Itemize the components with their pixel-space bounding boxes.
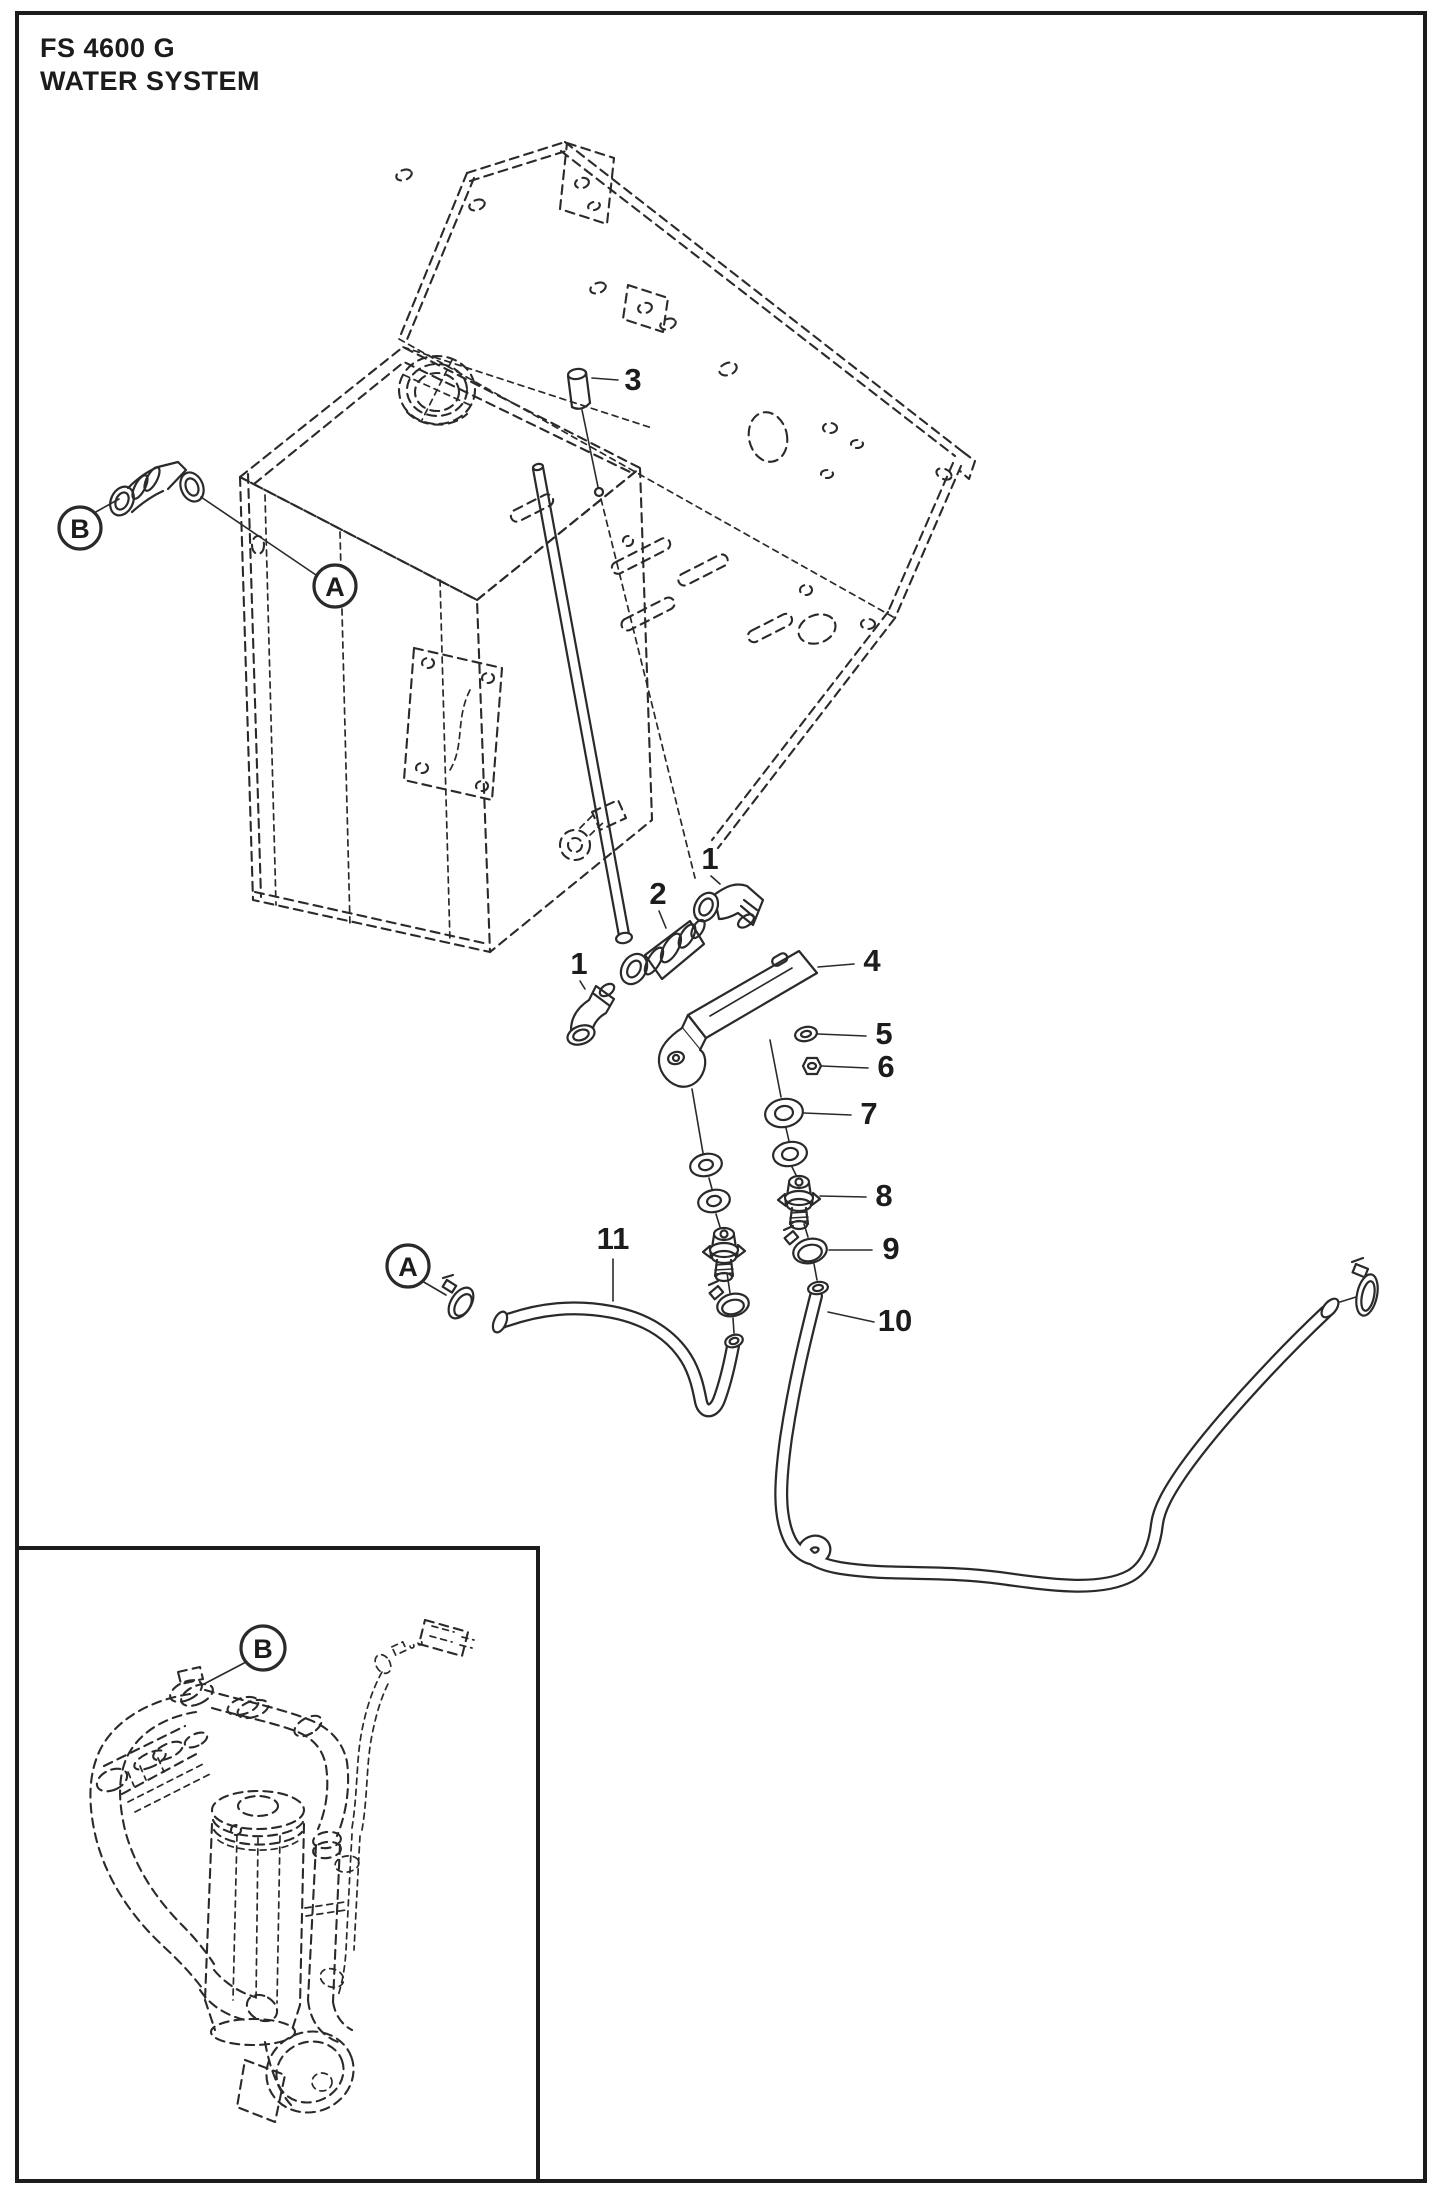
plate-large-hole <box>747 411 789 463</box>
part-label-6: 6 <box>877 1049 894 1084</box>
part-label-1-lower: 1 <box>570 946 587 981</box>
callout-a-hose: A <box>385 1243 431 1289</box>
water-tank <box>238 345 654 954</box>
svg-text:A: A <box>398 1252 418 1282</box>
part-label-5: 5 <box>875 1016 892 1051</box>
hose-clamp-9 <box>782 1224 828 1265</box>
part-label-7: 7 <box>860 1096 877 1131</box>
hose-clamp-a <box>441 1273 475 1320</box>
tank-front-bracket <box>402 646 504 802</box>
washer-left-2 <box>697 1188 731 1214</box>
part-label-10: 10 <box>878 1303 912 1338</box>
svg-text:B: B <box>70 514 90 544</box>
elbow-fitting-lower <box>566 982 616 1046</box>
elbow-fitting-upper <box>692 883 765 929</box>
inline-fitting <box>95 1724 213 1813</box>
pump-body <box>203 1789 306 2047</box>
svg-text:B: B <box>253 1634 273 1664</box>
nozzle-left <box>701 1226 747 1283</box>
page-border <box>15 11 1427 2183</box>
fitting-b-elbow <box>109 460 205 517</box>
ref-callouts: B A A B <box>57 505 431 1672</box>
washer-5 <box>794 1025 818 1043</box>
pin-3 <box>566 367 696 879</box>
plate-tab <box>621 283 670 334</box>
inset-border <box>15 1546 540 2183</box>
washer-7b <box>772 1140 808 1168</box>
washer-left-1 <box>689 1152 723 1178</box>
tank-filler-cap <box>397 354 477 426</box>
part-label-1-upper: 1 <box>701 841 718 876</box>
page-title: WATER SYSTEM <box>40 66 260 96</box>
pump-wiring-harness <box>319 1618 475 1997</box>
part-label-8: 8 <box>875 1178 892 1213</box>
page-model: FS 4600 G <box>40 33 175 63</box>
tank-outlet-port <box>558 798 628 862</box>
part-number-labels: 3 1 2 1 4 5 6 7 8 9 10 11 <box>570 362 912 1338</box>
harness-connector <box>417 1618 470 1658</box>
pump-hose-clamp-b <box>169 1665 214 1707</box>
pump-inset <box>15 1546 540 2183</box>
mount-bracket-4 <box>657 949 819 1088</box>
callout-a-main: A <box>312 563 358 609</box>
part-label-2: 2 <box>649 876 666 911</box>
shutoff-valve <box>619 918 706 986</box>
nozzle-8 <box>776 1174 822 1231</box>
svg-text:A: A <box>325 572 345 602</box>
callout-b-inset: B <box>239 1624 287 1672</box>
title-block: FS 4600 G WATER SYSTEM <box>40 33 260 96</box>
suction-tube <box>531 462 633 945</box>
leader-lines <box>93 377 875 1685</box>
plate-tab <box>558 141 616 226</box>
part-label-9: 9 <box>882 1231 899 1266</box>
nut-6 <box>801 1056 823 1076</box>
hose-clamp-end <box>1350 1256 1379 1317</box>
hose-10 <box>774 1256 1379 1593</box>
pump-right-pipe <box>304 1830 354 2044</box>
washer-7 <box>764 1097 804 1129</box>
part-label-3: 3 <box>624 362 641 397</box>
callout-b-main: B <box>57 505 103 551</box>
hose-clamp-left <box>707 1279 750 1318</box>
part-label-4: 4 <box>863 943 881 978</box>
part-label-11: 11 <box>597 1221 630 1256</box>
hose-11 <box>491 1301 744 1418</box>
valve-assembly <box>566 883 828 1334</box>
pump-outlet <box>198 1968 355 2124</box>
